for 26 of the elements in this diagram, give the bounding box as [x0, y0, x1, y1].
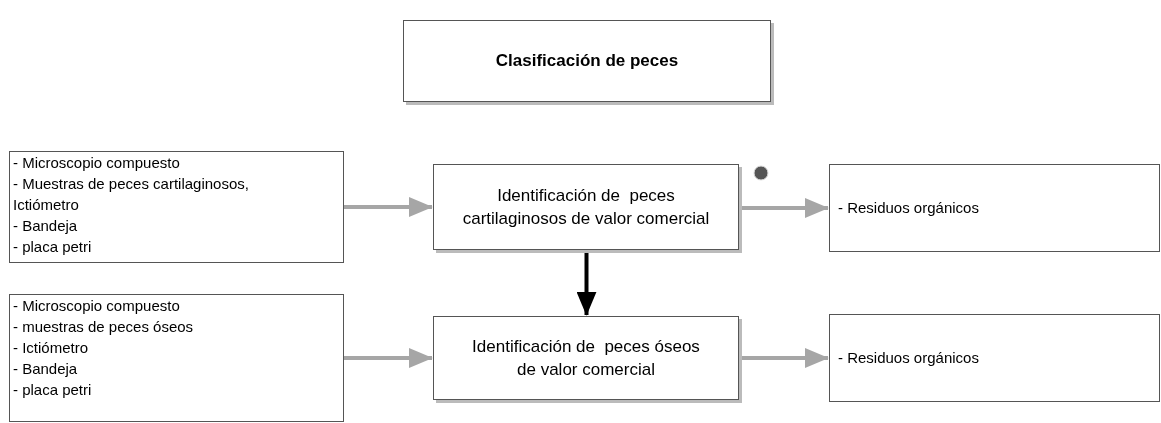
- list-item: - muestras de peces óseos: [13, 317, 195, 337]
- title-text: Clasificación de peces: [495, 50, 679, 73]
- list-item: - Bandeja: [13, 359, 79, 379]
- list-item: - Microscopio compuesto: [13, 153, 181, 173]
- arrow: [344, 197, 433, 217]
- process-box: [433, 316, 739, 400]
- list-item: - Muestras de peces cartilaginosos, Ictiómetro: [13, 174, 250, 215]
- list-item: - Ictiómetro: [13, 338, 89, 358]
- title-box: [403, 20, 771, 102]
- box-label: - Residuos orgánicos: [838, 347, 979, 368]
- arrow: [576, 250, 597, 316]
- list-item: - Microscopio compuesto: [13, 296, 181, 316]
- box-label: - Residuos orgánicos: [838, 197, 979, 218]
- process-box: [433, 164, 739, 250]
- arrow: [739, 198, 829, 218]
- arrow: [739, 348, 829, 368]
- box-label: Identificación de peces cartilaginosos de valor comercial: [462, 185, 710, 230]
- arrow: [344, 348, 433, 368]
- list-item: - placa petri: [13, 237, 93, 257]
- list-box: [9, 151, 344, 263]
- output-box: [829, 164, 1160, 252]
- box-label: Identificación de peces óseos de valor comercial: [471, 336, 701, 381]
- output-box: [829, 314, 1160, 402]
- list-box: [9, 294, 344, 422]
- list-item: - Bandeja: [13, 216, 79, 236]
- list-item: - placa petri: [13, 380, 93, 400]
